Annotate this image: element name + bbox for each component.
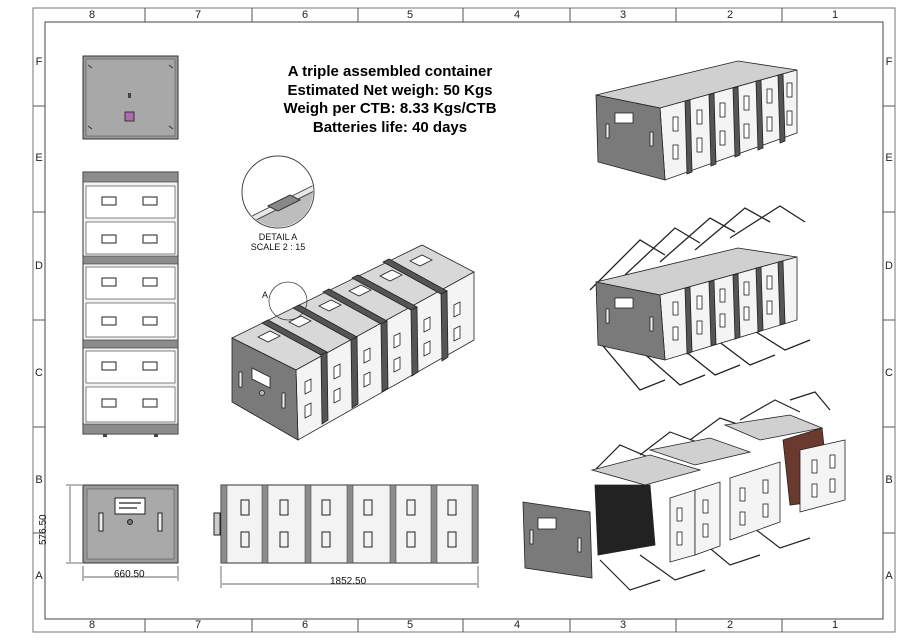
main-iso-view bbox=[231, 244, 475, 441]
zone-col-label: 1 bbox=[831, 619, 839, 631]
flaps-iso-view bbox=[589, 205, 811, 391]
detail-label: DETAIL A bbox=[258, 232, 298, 242]
zone-col-label: 7 bbox=[194, 619, 202, 631]
zone-row-label: D bbox=[885, 260, 893, 272]
zone-col-label: 3 bbox=[619, 9, 627, 21]
zone-col-label: 7 bbox=[194, 9, 202, 21]
zone-col-label: 6 bbox=[301, 619, 309, 631]
zone-row-label: D bbox=[35, 260, 43, 272]
end-view bbox=[66, 484, 179, 581]
zone-col-label: 5 bbox=[406, 9, 414, 21]
zone-col-label: 4 bbox=[513, 9, 521, 21]
zone-row-label: C bbox=[35, 367, 43, 379]
zone-col-label: 1 bbox=[831, 9, 839, 21]
note-weight-per-ctb: Weigh per CTB: 8.33 Kgs/CTB bbox=[283, 100, 497, 117]
assembled-iso-view bbox=[595, 60, 798, 181]
dimension-width: 660.50 bbox=[114, 569, 145, 580]
dimension-length: 1852.50 bbox=[330, 576, 367, 587]
note-title: A triple assembled container bbox=[287, 63, 493, 80]
side-view bbox=[213, 484, 479, 588]
zone-row-label: F bbox=[35, 56, 43, 68]
zone-col-label: 5 bbox=[406, 619, 414, 631]
zone-col-label: 6 bbox=[301, 9, 309, 21]
detail-callout-letter: A bbox=[262, 290, 269, 300]
zone-row-label: A bbox=[35, 570, 43, 582]
dimension-height: 576.50 bbox=[38, 514, 49, 545]
zone-row-label: C bbox=[885, 367, 893, 379]
zone-col-label: 2 bbox=[726, 9, 734, 21]
zone-col-label: 4 bbox=[513, 619, 521, 631]
zone-col-label: 3 bbox=[619, 619, 627, 631]
zone-row-label: F bbox=[885, 56, 893, 68]
note-battery-life: Batteries life: 40 days bbox=[312, 118, 468, 136]
exploded-iso-view bbox=[522, 391, 846, 591]
zone-row-label: B bbox=[885, 474, 893, 486]
note-net-weight: Estimated Net weigh: 50 Kgs bbox=[287, 81, 493, 99]
front-stack-view bbox=[82, 171, 179, 437]
zone-row-label: B bbox=[35, 474, 43, 486]
top-view bbox=[82, 55, 179, 140]
notes-block: A triple assembled container Estimated N… bbox=[245, 63, 535, 137]
zone-row-label: E bbox=[35, 152, 43, 164]
detail-a-view bbox=[241, 155, 315, 229]
zone-row-label: E bbox=[885, 152, 893, 164]
zone-row-label: A bbox=[885, 570, 893, 582]
zone-col-label: 2 bbox=[726, 619, 734, 631]
zone-col-label: 8 bbox=[88, 619, 96, 631]
zone-col-label: 8 bbox=[88, 9, 96, 21]
detail-scale: SCALE 2 : 15 bbox=[250, 242, 306, 252]
zone-ticks bbox=[33, 8, 895, 632]
